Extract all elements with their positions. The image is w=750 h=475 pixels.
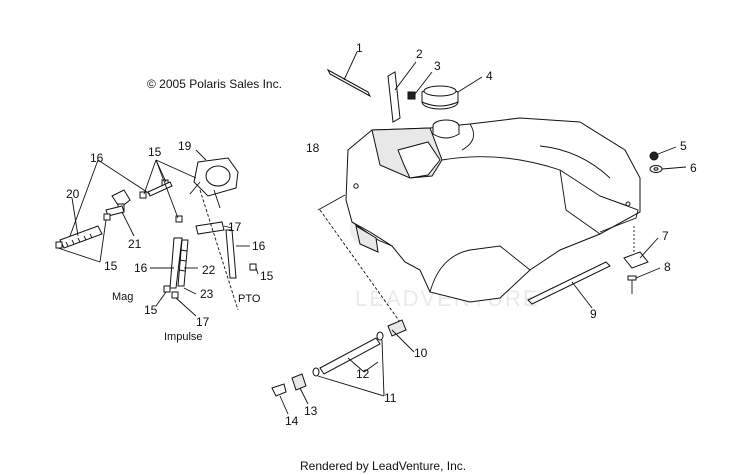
callout-10: 10 [414, 346, 428, 360]
callout-21: 21 [128, 237, 142, 251]
part-5-nut [649, 146, 677, 161]
callout-9: 9 [590, 307, 597, 321]
fuel-pump-assembly [55, 149, 259, 317]
callout-15-pto: 15 [260, 269, 274, 283]
callout-16-top: 16 [90, 151, 104, 165]
callout-7: 7 [662, 229, 669, 243]
callout-labels: 1 2 3 4 5 6 7 8 9 10 11 12 13 14 15 15 1… [66, 41, 697, 428]
callout-4: 4 [486, 69, 493, 83]
footer-credit: Rendered by LeadVenture, Inc. [300, 459, 466, 473]
callout-16-right: 16 [252, 239, 266, 253]
part-2-pad [387, 61, 417, 123]
copyright-text: © 2005 Polaris Sales Inc. [147, 77, 282, 91]
fuel-line-lower [271, 194, 415, 415]
part-3-vent [407, 71, 433, 100]
caption-mag: Mag [112, 291, 133, 303]
callout-15-left: 15 [104, 259, 118, 273]
caption-pto: PTO [238, 293, 261, 305]
callout-12: 12 [356, 367, 370, 381]
fuel-tank [345, 117, 641, 303]
callout-11: 11 [384, 391, 397, 405]
part-4-fuel-cap [421, 76, 483, 110]
callout-23: 23 [200, 287, 214, 301]
part-9-strip [527, 261, 611, 309]
callout-15-mag: 15 [144, 303, 158, 317]
callout-6: 6 [690, 161, 697, 175]
callout-3: 3 [434, 59, 441, 73]
part-7-bracket [623, 226, 659, 269]
callout-22: 22 [202, 263, 216, 277]
callout-19: 19 [178, 139, 192, 153]
callout-15-top: 15 [148, 145, 162, 159]
caption-impulse: Impulse [164, 331, 203, 343]
part-1-strap [326, 51, 372, 98]
callout-2: 2 [416, 47, 423, 61]
callout-20: 20 [66, 187, 80, 201]
callout-16-left: 16 [134, 261, 148, 275]
part-6-washer [649, 165, 687, 173]
callout-18: 18 [306, 141, 320, 155]
callout-5: 5 [680, 139, 687, 153]
callout-13: 13 [304, 404, 318, 418]
callout-17-upper: 17 [228, 220, 242, 234]
callout-14: 14 [285, 414, 299, 428]
callout-17-lower: 17 [196, 315, 210, 329]
callout-1: 1 [356, 41, 363, 55]
part-8-bolt [627, 267, 661, 294]
callout-8: 8 [664, 260, 671, 274]
